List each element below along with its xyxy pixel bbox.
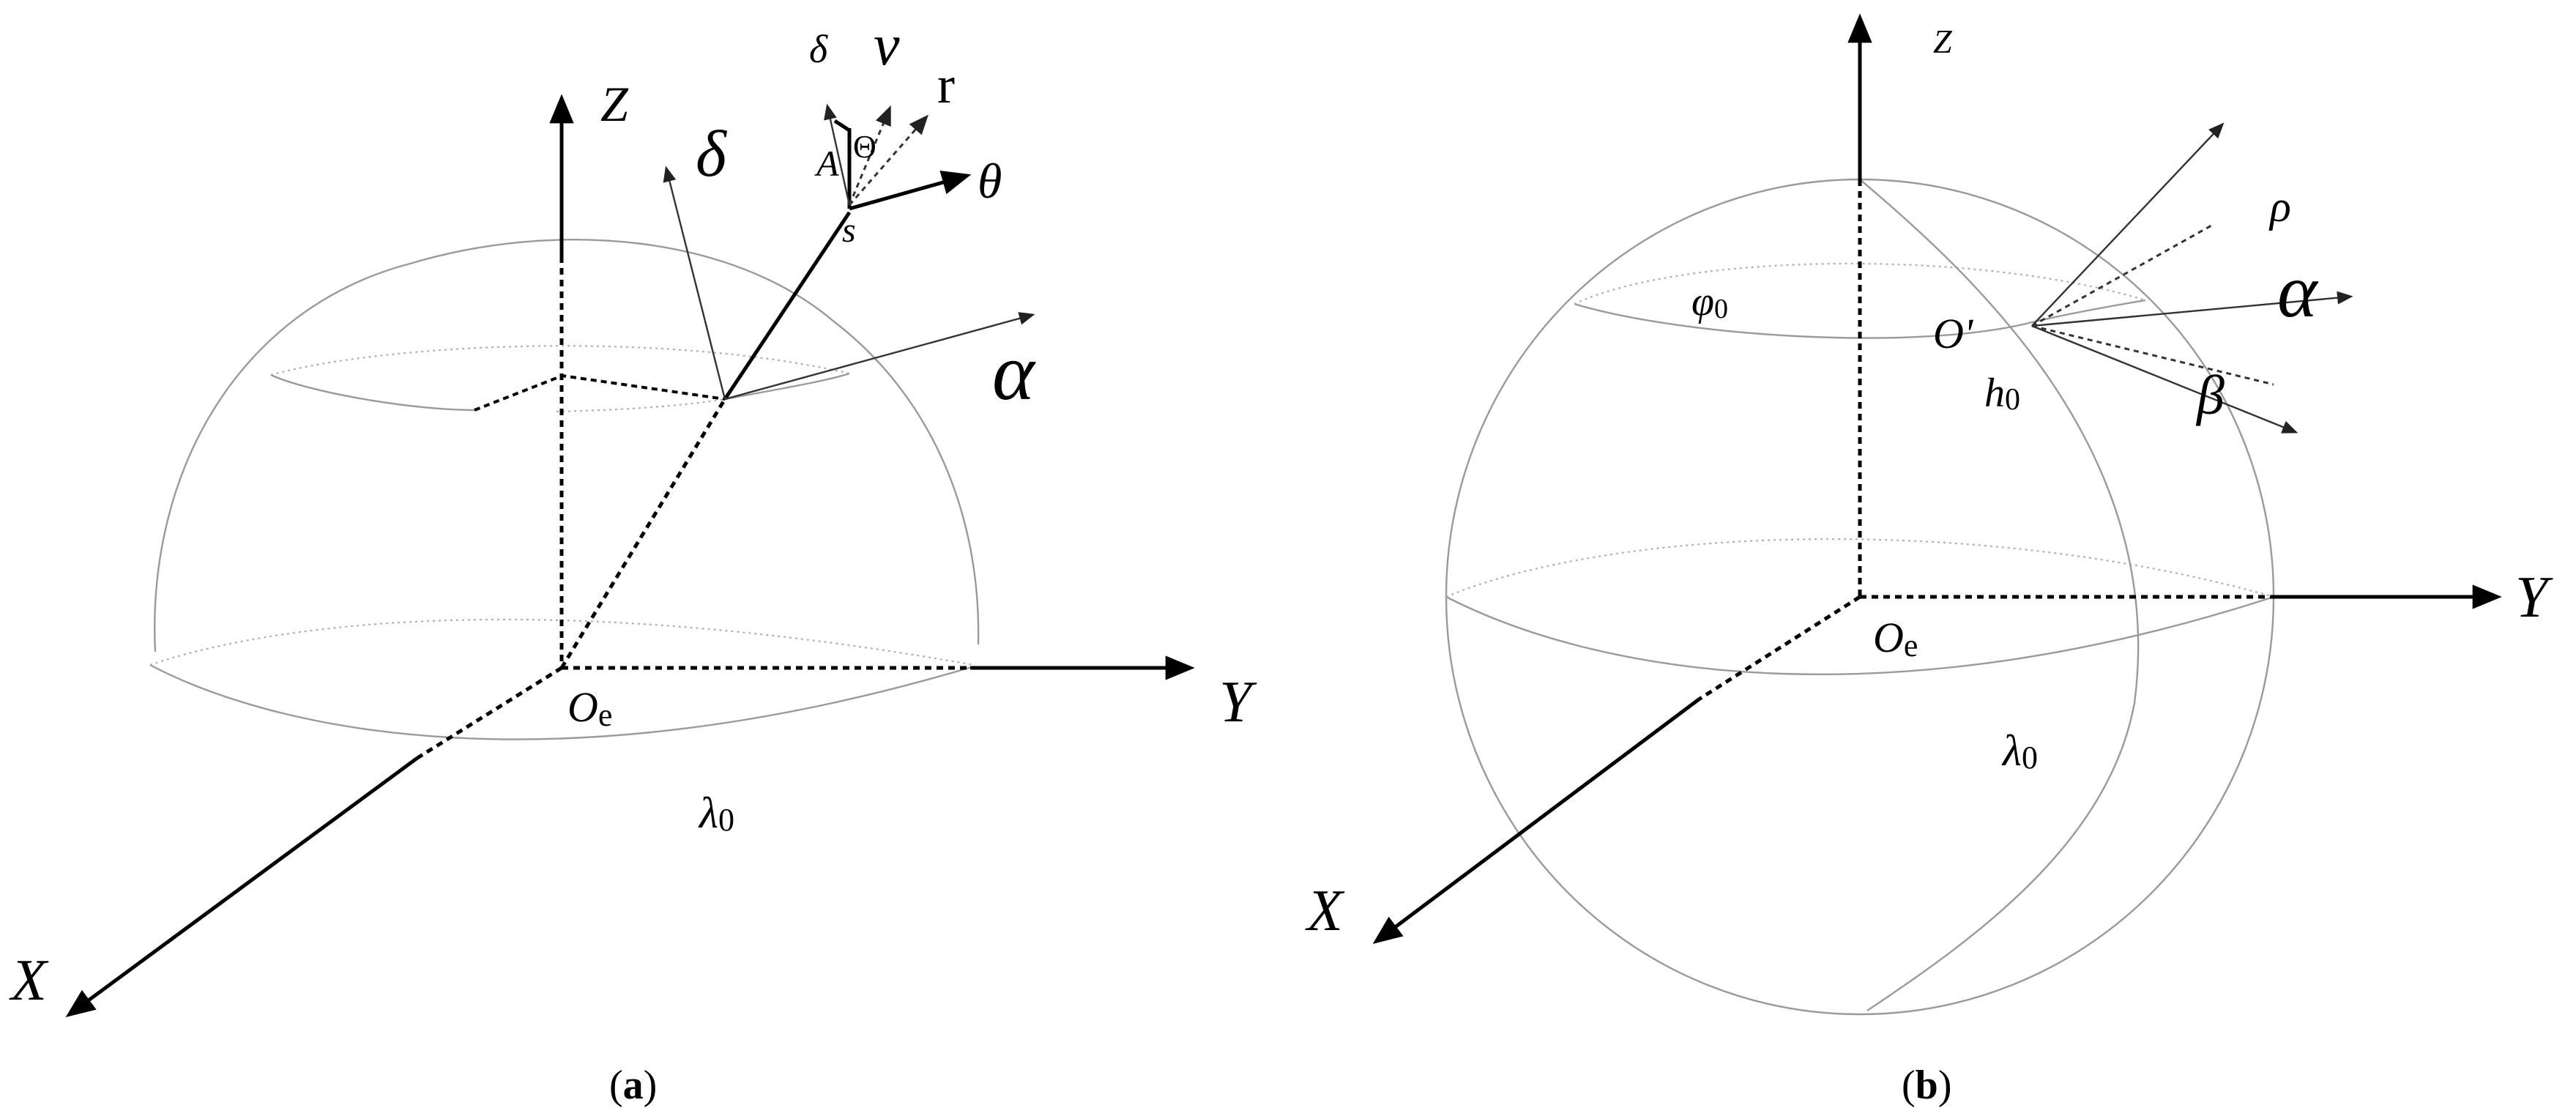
latitude-dash-front	[556, 398, 726, 413]
equator-front	[149, 663, 975, 740]
z-axis-label-b: Z	[1933, 23, 1952, 60]
o-prime-label-b: O'	[1933, 310, 1974, 357]
alpha-label-a: α	[992, 327, 1036, 417]
beta-vector	[2031, 324, 2274, 386]
delta-small-vector	[824, 103, 851, 206]
theta-vector	[849, 170, 972, 211]
lambda-label-a: λ0	[698, 789, 734, 838]
x-axis-a-hidden	[416, 666, 563, 760]
s-label-a: s	[842, 211, 856, 250]
origin-label-a: Oe	[567, 683, 612, 733]
origin-label-b: Oe	[1873, 614, 1918, 663]
z-axis-label-a: Z	[600, 76, 629, 132]
rho-label-b: ρ	[2268, 182, 2291, 231]
equator-back-b	[1445, 538, 2274, 598]
latitude-circle-b-front	[1574, 302, 2033, 339]
v-vector	[848, 105, 891, 206]
delta-label-a: δ	[696, 118, 728, 190]
x-axis-b	[1372, 698, 1700, 944]
latitude-circle-front	[270, 373, 475, 412]
lambda-label-b: λ0	[2001, 726, 2038, 776]
r-label-a: r	[937, 56, 955, 114]
local-top	[833, 119, 851, 133]
h-label-b: h0	[1984, 371, 2020, 417]
beta-label-b: β	[2195, 365, 2225, 426]
capital-theta-label-a: Θ	[853, 129, 876, 165]
a-label-a: A	[814, 143, 839, 184]
radius-line-hidden	[559, 398, 727, 669]
caption-a: (a)	[609, 1063, 657, 1108]
alpha-label-b: α	[2277, 249, 2319, 333]
rho-vector	[2031, 224, 2212, 327]
theta-label-a: θ	[978, 153, 1002, 209]
v-label-a: v	[874, 13, 900, 78]
latitude-circle-back	[270, 345, 850, 376]
latitude-circle-right	[724, 372, 850, 401]
latitude-projection-line	[474, 373, 726, 412]
latitude-circle-b-right	[2031, 299, 2146, 324]
x-axis-label-a: X	[9, 948, 49, 1013]
alpha-vector-b	[2031, 291, 2353, 327]
meridian-b	[1859, 179, 2140, 1011]
local-up-vector	[2031, 122, 2225, 327]
alpha-vector	[724, 312, 1035, 401]
delta-small-label-a: δ	[809, 27, 828, 71]
equator-front-b	[1445, 595, 2274, 676]
x-axis-b-hidden	[1697, 595, 1861, 702]
panel-b: Z Y X Oe λ0 φ0 O' h0 ρ α β (b)	[1305, 13, 2553, 1108]
phi-label-b: φ0	[1691, 279, 1728, 324]
y-axis-label-b: Y	[2515, 565, 2553, 630]
x-axis-label-b: X	[1305, 879, 1345, 943]
caption-b: (b)	[1902, 1063, 1951, 1108]
radius-line	[723, 211, 852, 401]
r-vector	[848, 114, 928, 206]
x-axis-a	[65, 756, 419, 1017]
hemisphere-outline	[154, 239, 980, 653]
y-axis-label-a: Y	[1219, 670, 1257, 735]
delta-vector	[663, 166, 726, 400]
south-vector	[2031, 324, 2298, 434]
panel-a: Z Y X Oe λ0 δ α θ δ v r A Θ s (a)	[9, 13, 1257, 1108]
